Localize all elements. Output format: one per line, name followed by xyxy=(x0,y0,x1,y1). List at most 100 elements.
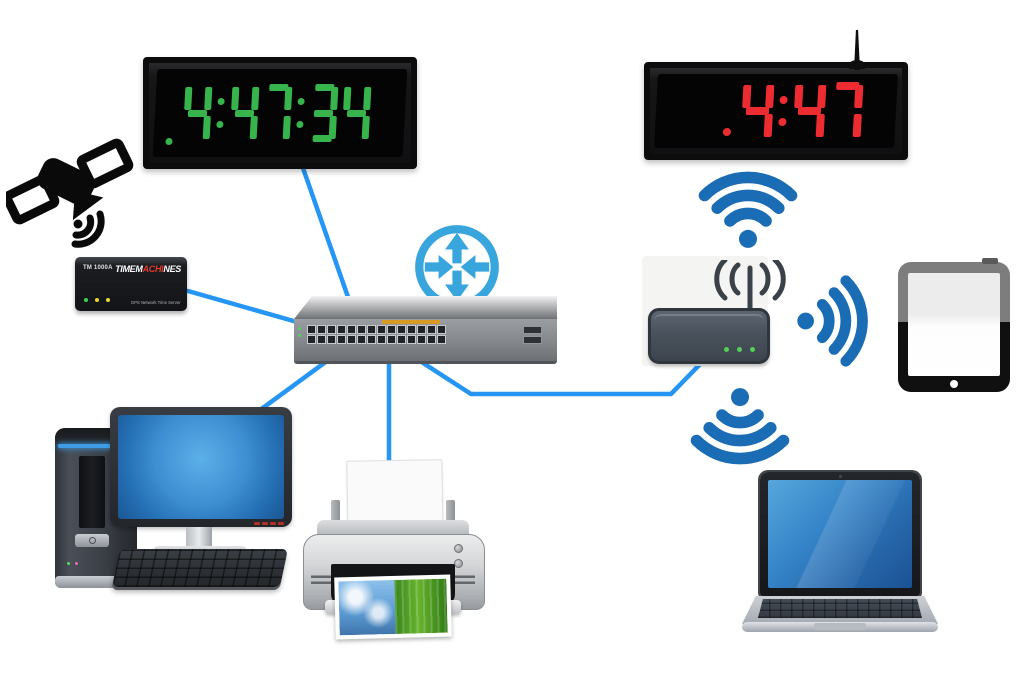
sfp-port xyxy=(523,336,542,344)
laptop-camera-icon xyxy=(839,475,842,478)
connection-green-clock-to-switch xyxy=(293,145,351,300)
ethernet-port xyxy=(337,325,346,334)
monitor-neck xyxy=(186,527,212,549)
ethernet-port xyxy=(347,335,356,344)
printer xyxy=(303,459,485,650)
wifi-signal-icon-down xyxy=(690,388,790,465)
wifi-router xyxy=(648,308,770,364)
ethernet-port xyxy=(427,335,436,344)
ethernet-port xyxy=(407,335,416,344)
photo-image xyxy=(338,578,448,636)
wifi-signal-icon-up xyxy=(698,171,798,248)
led-green xyxy=(737,347,742,352)
ethernet-port xyxy=(317,335,326,344)
led-pink xyxy=(75,562,78,565)
clock-colon xyxy=(295,84,305,142)
printer-paper-guide xyxy=(331,500,340,534)
clock-digit-4 xyxy=(342,84,372,142)
ethernet-port xyxy=(307,325,316,334)
clock-digit-4 xyxy=(741,82,775,140)
ethernet-port xyxy=(347,325,356,334)
green-clock-display xyxy=(152,69,408,157)
laptop-keyboard-deck xyxy=(742,596,938,624)
ethernet-port xyxy=(417,325,426,334)
ethernet-port xyxy=(407,325,416,334)
switch-sfp-ports xyxy=(523,326,542,344)
led-green xyxy=(724,347,729,352)
laptop-screen xyxy=(768,480,912,588)
connection-switch-to-wifi-router xyxy=(417,354,710,397)
ethernet-port xyxy=(357,325,366,334)
desktop-monitor xyxy=(110,407,292,527)
red-clock-display xyxy=(654,74,898,148)
monitor-button xyxy=(270,522,276,525)
ethernet-port xyxy=(387,335,396,344)
monitor-button xyxy=(278,522,284,525)
tower-leds xyxy=(67,562,78,565)
tablet-home-button xyxy=(950,380,958,388)
ethernet-port xyxy=(367,325,376,334)
printed-photo xyxy=(334,574,452,640)
ethernet-port xyxy=(367,335,376,344)
ethernet-port xyxy=(397,325,406,334)
ethernet-port xyxy=(377,325,386,334)
clock-digit-7 xyxy=(262,84,293,142)
ethernet-port xyxy=(337,335,346,344)
sfp-port xyxy=(523,326,542,334)
clock-digit-4 xyxy=(792,82,827,140)
desktop-keyboard xyxy=(111,549,289,587)
switch-status-leds xyxy=(298,327,301,337)
led-green xyxy=(84,298,88,302)
led-green xyxy=(298,334,301,337)
led-green xyxy=(298,327,301,330)
time-server-model: TM 1000A xyxy=(83,265,113,271)
ethernet-port xyxy=(387,325,396,334)
photo-grass xyxy=(394,578,448,634)
ethernet-port xyxy=(437,335,446,344)
ethernet-port xyxy=(377,335,386,344)
clock-digit-4 xyxy=(183,84,213,142)
red-led-clock xyxy=(644,30,908,160)
ethernet-port xyxy=(307,335,316,344)
switch-label-strip xyxy=(382,320,440,324)
led-green xyxy=(67,562,70,565)
wifi-signal-icon-right xyxy=(797,275,868,367)
clock-indicator-dot xyxy=(722,127,732,136)
time-server-brand: TIMEMACHINES xyxy=(115,264,181,274)
led-yellow xyxy=(95,298,99,302)
printer-button xyxy=(454,559,463,568)
gps-satellite-icon xyxy=(6,138,134,248)
switch-front-face xyxy=(294,319,557,364)
clock-digit-4 xyxy=(229,84,260,142)
tower-power-button xyxy=(89,537,96,544)
connection-time-server-to-switch xyxy=(185,288,300,325)
ethernet-port xyxy=(327,325,336,334)
ethernet-port xyxy=(437,325,446,334)
tablet-screen xyxy=(908,273,1000,376)
green-led-clock xyxy=(143,57,417,169)
clock-colon xyxy=(778,82,789,140)
printer-vent xyxy=(449,572,475,584)
monitor-button xyxy=(262,522,268,525)
led-yellow xyxy=(106,298,110,302)
photo-sky xyxy=(338,579,396,636)
wifi-router-leds xyxy=(724,347,755,352)
monitor-screen xyxy=(118,415,284,519)
time-server-status-leds xyxy=(84,298,110,302)
clock-digit-3 xyxy=(309,84,339,142)
connection-switch-to-desktop xyxy=(253,355,334,416)
clock-digit-7 xyxy=(829,82,864,140)
laptop xyxy=(742,472,938,636)
ethernet-port xyxy=(317,325,326,334)
time-server-subtitle: GPS Network Time Server xyxy=(131,300,181,306)
tower-blue-light xyxy=(58,444,134,448)
clock-antenna-icon xyxy=(854,30,860,70)
tablet xyxy=(898,258,1010,392)
printer-vent xyxy=(311,572,337,584)
clock-antenna-base xyxy=(849,60,865,69)
printer-button xyxy=(454,544,463,553)
ethernet-port xyxy=(397,335,406,344)
ethernet-port xyxy=(417,335,426,344)
led-green xyxy=(750,347,755,352)
